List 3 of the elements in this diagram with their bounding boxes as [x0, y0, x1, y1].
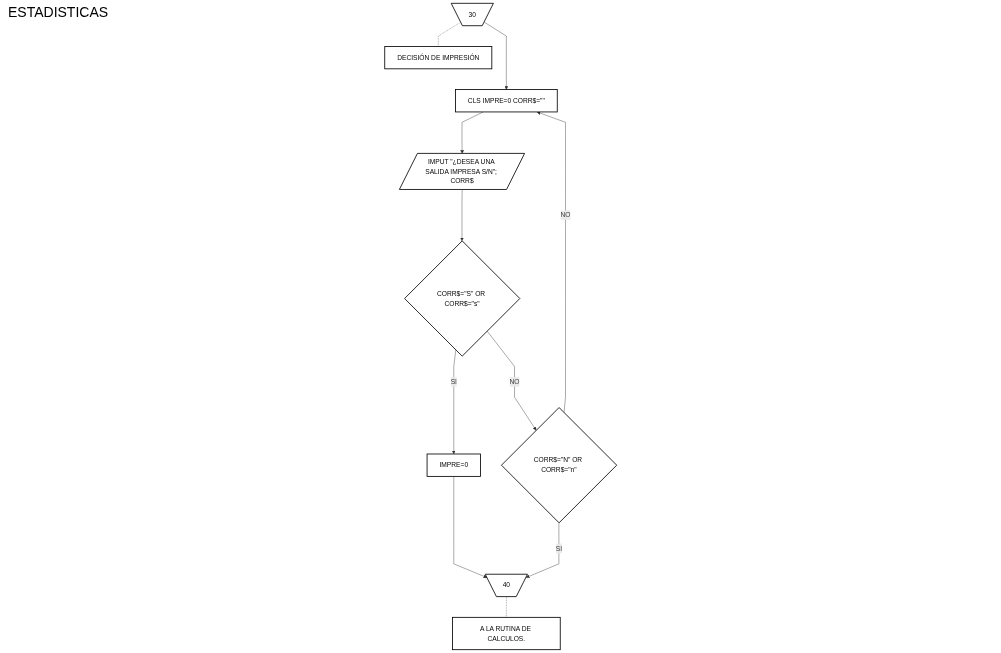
heading-fragment: ESTADISTICAS	[8, 4, 109, 20]
connector	[505, 596, 507, 618]
connector	[437, 21, 461, 47]
